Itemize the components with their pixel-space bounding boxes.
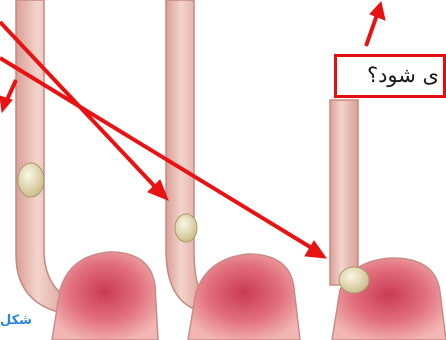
stomach	[52, 252, 158, 340]
arrow-to-callout	[366, 12, 378, 46]
arrowhead-icon	[370, 2, 385, 20]
stomach	[188, 254, 300, 340]
food-bolus	[18, 163, 44, 197]
esophagus-stage-3	[330, 100, 446, 340]
food-bolus	[339, 267, 369, 293]
esophagus-tube	[330, 100, 358, 285]
figure-caption: شکل	[0, 313, 32, 328]
question-callout: ی شود؟	[334, 54, 446, 98]
arrow-to-stage-3	[0, 58, 315, 250]
arrowhead-icon	[0, 96, 12, 112]
esophagus-tube	[166, 0, 204, 308]
callout-text: ی شود؟	[367, 63, 439, 87]
food-bolus	[175, 214, 197, 242]
